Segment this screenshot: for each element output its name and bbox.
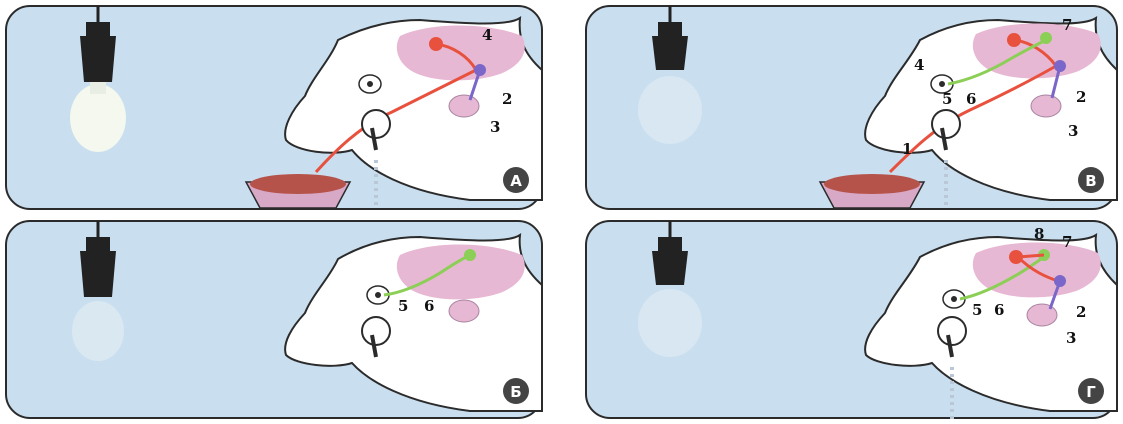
salivary-gland [449, 95, 479, 117]
panel-d-drawing: 8 7 5 6 2 3 Г [580, 215, 1123, 424]
label-2: 2 [1076, 88, 1086, 106]
label-7: 7 [1062, 16, 1072, 34]
label-3: 3 [1068, 122, 1078, 140]
salivary-gland [449, 300, 479, 322]
panel-a-drawing: 4 2 3 А [0, 0, 548, 215]
food-center-node [1009, 250, 1023, 264]
panel-c-drawing: 7 4 5 6 2 3 1 В [580, 0, 1123, 215]
label-3: 3 [1066, 329, 1076, 347]
label-6: 6 [994, 301, 1004, 319]
label-1: 1 [902, 140, 912, 158]
panel-b-drawing: 5 6 Б [0, 215, 548, 424]
visual-center-node [1040, 32, 1052, 44]
panel-d: 8 7 5 6 2 3 Г [580, 215, 1123, 424]
label-4: 4 [914, 56, 924, 74]
visual-center-node [464, 249, 476, 261]
label-6: 6 [966, 90, 976, 108]
panel-badge-letter: Б [510, 383, 521, 401]
label-5: 5 [398, 297, 408, 315]
fistula-tube [362, 110, 390, 138]
label-6: 6 [424, 297, 434, 315]
panel-a: 4 2 3 А [0, 0, 548, 215]
salivary-gland [1031, 95, 1061, 117]
label-3: 3 [490, 118, 500, 136]
panel-badge-letter: В [1085, 172, 1096, 190]
label-5: 5 [972, 301, 982, 319]
label-5: 5 [942, 90, 952, 108]
fistula-tube [938, 317, 966, 345]
label-4: 4 [482, 26, 492, 44]
label-2: 2 [502, 90, 512, 108]
panel-c: 7 4 5 6 2 3 1 В [580, 0, 1123, 215]
label-2: 2 [1076, 303, 1086, 321]
food-center-node [1007, 33, 1021, 47]
salivary-gland [1027, 304, 1057, 326]
food [250, 174, 346, 194]
label-7: 7 [1062, 233, 1072, 251]
fistula-tube [362, 317, 390, 345]
label-8: 8 [1034, 225, 1044, 243]
panel-badge-letter: А [510, 172, 522, 190]
panel-b: 5 6 Б [0, 215, 548, 424]
fistula-tube [932, 110, 960, 138]
salivary-center-node [429, 37, 443, 51]
panel-badge-letter: Г [1086, 383, 1096, 401]
food [824, 174, 920, 194]
